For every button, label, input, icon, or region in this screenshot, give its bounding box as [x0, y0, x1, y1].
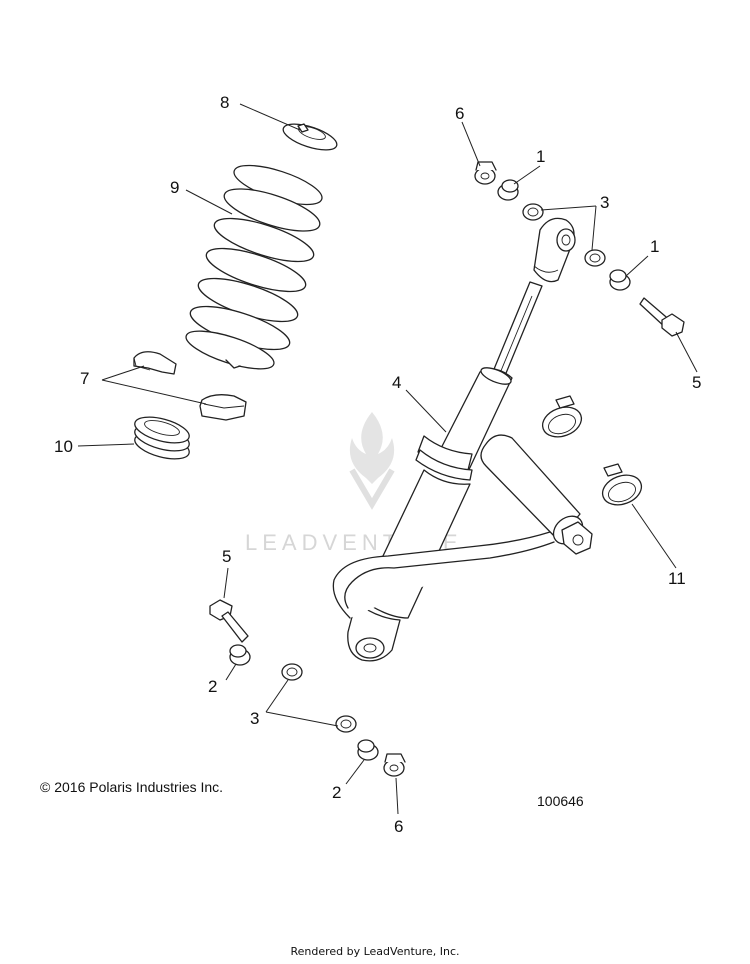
callout-5-upper: 5: [692, 373, 701, 392]
part-8-retainer: [282, 123, 338, 151]
part-6-nut-lower: [383, 753, 406, 777]
part-11-clamp-lower: [601, 463, 643, 506]
part-1-bushing-right: [609, 269, 631, 291]
callout-6-upper: 6: [455, 104, 464, 123]
callout-7: 7: [80, 369, 89, 388]
callout-3-lower: 3: [250, 709, 259, 728]
diagram-number: 100646: [537, 793, 584, 809]
callouts: 8 9 7 10 6 1 3 1 5 4 11 5 2 3 2 6: [54, 93, 701, 836]
part-7-seat-upper: [133, 351, 177, 375]
part-11-reservoir: [480, 434, 593, 555]
callout-8: 8: [220, 93, 229, 112]
leader-lines: [77, 103, 698, 815]
part-3-washer-right: [584, 249, 606, 267]
part-2-bushing-lower-left: [229, 644, 251, 666]
part-5-bolt-lower: [209, 599, 249, 643]
rendered-by-footer: Rendered by LeadVenture, Inc.: [290, 945, 460, 958]
part-2-bushing-lower: [357, 739, 379, 761]
part-3-washer-upper: [522, 203, 544, 221]
part-11-clamp-upper: [541, 395, 583, 438]
part-7-seat-lower: [199, 394, 247, 421]
callout-9: 9: [170, 178, 179, 197]
flame-logo-icon: [349, 412, 395, 484]
part-1-bushing-upper: [497, 179, 519, 201]
v-logo-icon: [349, 468, 395, 510]
callout-10: 10: [54, 437, 73, 456]
callout-2-lower-left: 2: [208, 677, 217, 696]
callout-3-upper: 3: [600, 193, 609, 212]
part-9-spring: [185, 164, 323, 370]
part-5-bolt-upper: [639, 297, 685, 337]
callout-1-right: 1: [650, 237, 659, 256]
callout-11: 11: [668, 569, 686, 588]
callout-2-lower: 2: [332, 783, 341, 802]
callout-5-lower: 5: [222, 547, 231, 566]
part-6-nut-upper: [474, 161, 497, 185]
copyright-text: © 2016 Polaris Industries Inc.: [40, 779, 224, 795]
callout-1-upper: 1: [536, 147, 545, 166]
callout-4: 4: [392, 373, 401, 392]
part-10-adjuster: [134, 416, 190, 460]
part-4-shock: [332, 217, 576, 662]
callout-6-lower: 6: [394, 817, 403, 836]
part-3-washer-lower: [335, 715, 357, 733]
part-3-washer-lower-left: [281, 663, 303, 681]
